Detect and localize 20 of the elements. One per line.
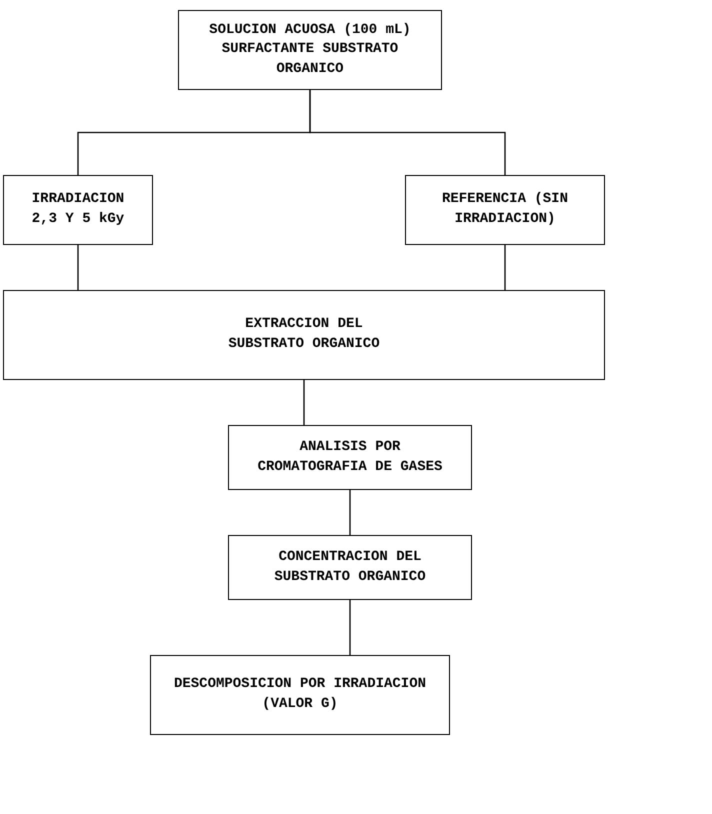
step-text: IRRADIACION 2,3 Y 5 kGy [30,190,126,229]
process-box [3,175,153,245]
connector-line [504,245,506,290]
step-text: REFERENCIA (SIN IRRADIACION) [440,190,569,229]
process-box [405,175,605,245]
process-box [178,10,442,90]
step-text: CONCENTRACION DEL SUBSTRATO ORGANICO [273,548,427,586]
process-box [3,290,605,380]
process-box [228,425,472,490]
connector-line [77,245,79,290]
connector-line [349,490,351,535]
step-text: ANALISIS POR CROMATOGRAFIA DE GASES [256,438,444,476]
connector-line [303,380,305,425]
process-box [150,655,450,735]
step-text: SOLUCION ACUOSA (100 mL) SURFACTANTE SUBSTRATO ORGANICO [208,20,412,79]
process-box [228,535,472,600]
connector-line [349,600,351,655]
connector-line [309,90,506,175]
step-text: EXTRACCION DEL SUBSTRATO ORGANICO [227,315,381,354]
step-text: DESCOMPOSICION POR IRRADIACION (VALOR G) [172,675,428,714]
